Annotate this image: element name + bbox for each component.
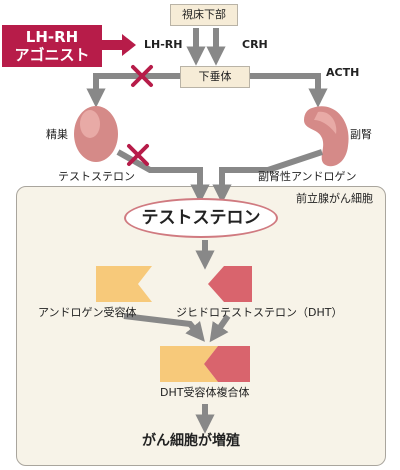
hypothalamus-box: 視床下部 xyxy=(170,4,238,26)
prostate-cell-label: 前立腺がん細胞 xyxy=(296,192,373,205)
lhrh-agonist-box: LH-RH アゴニスト xyxy=(2,25,102,67)
receptor-to-complex-arrow xyxy=(123,313,205,342)
pituitary-to-testis-arrow xyxy=(86,73,180,108)
dht-shape xyxy=(208,266,252,302)
agonist-arrow xyxy=(102,34,136,56)
androgen-receptor-shape xyxy=(96,266,152,302)
pituitary-box: 下垂体 xyxy=(180,66,250,88)
complex-dht-shape xyxy=(204,346,250,382)
androgen-receptor-label: アンドロゲン受容体 xyxy=(38,306,137,319)
adrenal-highlight xyxy=(314,111,337,134)
proliferation-label: がん細胞が増殖 xyxy=(142,433,240,449)
complex-receptor-shape xyxy=(160,346,218,382)
pituitary-to-adrenal-arrow xyxy=(250,73,328,108)
adrenal-label: 副腎 xyxy=(350,128,372,141)
agonist-line1: LH-RH xyxy=(25,28,79,46)
lhrh-label: LH-RH xyxy=(144,38,183,51)
block-mark-pituitary xyxy=(131,65,153,87)
testosterone-oval: テストステロン xyxy=(124,198,278,238)
block-mark-testis xyxy=(127,144,149,166)
agonist-line2: アゴニスト xyxy=(14,46,90,64)
dht-to-complex-arrow xyxy=(209,314,231,343)
acth-label: ACTH xyxy=(326,66,360,79)
testis-highlight xyxy=(80,110,100,138)
complex-label: DHT受容体複合体 xyxy=(160,386,250,399)
adrenal-androgen-label: 副腎性アンドロゲン xyxy=(258,170,357,183)
dht-label: ジヒドロテストステロン（DHT） xyxy=(176,306,343,319)
adrenal-to-testosterone-arrow xyxy=(212,149,323,204)
testosterone-source-label: テストステロン xyxy=(58,170,135,183)
adrenal-organ xyxy=(304,106,349,167)
crh-label: CRH xyxy=(242,38,268,51)
testis-label: 精巣 xyxy=(46,128,68,141)
